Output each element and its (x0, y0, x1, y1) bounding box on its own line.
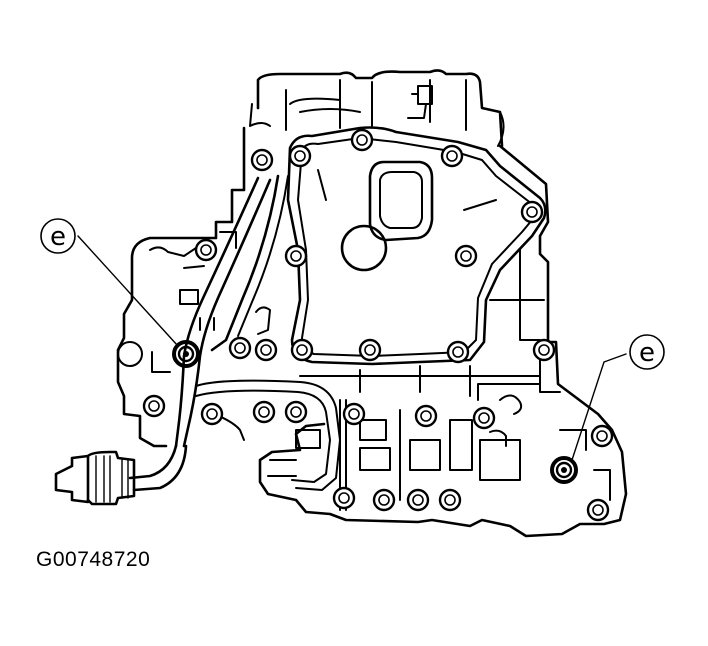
callout-label-left: e (50, 222, 66, 252)
bolt-head (472, 406, 496, 430)
bolt-head (332, 486, 356, 510)
bolt-head (446, 340, 470, 364)
bolt-head (438, 488, 462, 512)
figure-caption: G00748720 (36, 548, 151, 571)
bolt-head (406, 488, 430, 512)
bolt-head (194, 238, 218, 262)
bolt-head (284, 244, 308, 268)
bolt-head (414, 404, 438, 428)
bolt-head (254, 338, 278, 362)
left-bracket-detail (117, 231, 271, 373)
bolt-head (358, 338, 382, 362)
callout-leader-right (571, 353, 627, 461)
bolt-head (586, 498, 610, 522)
bolt-head (520, 200, 544, 224)
highlighted-bolt-left (172, 340, 200, 368)
bolt-head (252, 400, 276, 424)
gasket-plate (286, 126, 547, 366)
callout-label-right: e (639, 338, 655, 368)
bolt-head (228, 336, 252, 360)
harness-connector (54, 450, 136, 506)
bolt-head (372, 488, 396, 512)
bolt-head (440, 144, 464, 168)
bolt-head (290, 338, 314, 362)
callout-e-right: e (629, 334, 665, 370)
highlighted-bolt-right (550, 456, 578, 484)
callout-e-left: e (40, 218, 76, 254)
bolts (142, 128, 614, 522)
bolt-head (532, 338, 556, 362)
bolt-head (590, 424, 614, 448)
bolt-head (284, 400, 308, 424)
callout-leader-left (77, 235, 179, 347)
bolt-head (454, 244, 478, 268)
bolt-head (142, 394, 166, 418)
wiring-harness (128, 174, 341, 492)
bolt-head (200, 402, 224, 426)
bolt-head (342, 402, 366, 426)
valve-body-outline (116, 126, 628, 538)
top-solenoid-housing (249, 69, 505, 148)
bolt-head (288, 144, 312, 168)
bolt-head (350, 128, 374, 152)
bolt-head (250, 148, 274, 172)
